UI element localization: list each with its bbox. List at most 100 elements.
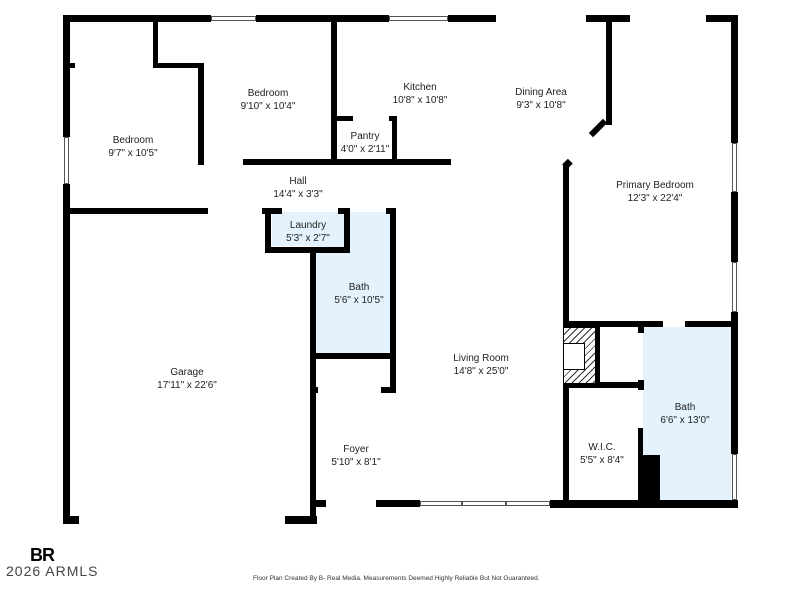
wall-closet-foyer-left-stub bbox=[310, 387, 318, 393]
wall-alcove-right bbox=[595, 325, 600, 385]
window-top-kitchen bbox=[389, 16, 448, 21]
wall-wic-right-stub bbox=[638, 380, 644, 390]
room-dims: 9'3" x 10'8" bbox=[516, 100, 566, 111]
wall-wic-right-upper bbox=[638, 321, 644, 333]
room-label-laundry: Laundry 5'3" x 2'7" bbox=[286, 219, 330, 245]
room-name: Bedroom bbox=[112, 135, 154, 146]
room-name: Bedroom bbox=[247, 88, 289, 99]
window-living-2 bbox=[462, 501, 506, 506]
wall-bath-right bbox=[390, 208, 396, 393]
wall-laundry-left bbox=[265, 208, 271, 253]
window-right-bath bbox=[732, 454, 737, 500]
wall-top-right2 bbox=[706, 15, 738, 22]
window-living-3 bbox=[506, 501, 550, 506]
room-name: Bath bbox=[348, 282, 370, 293]
room-label-living-room: Living Room 14'8" x 25'0" bbox=[453, 352, 509, 378]
wall-closet-left-stub bbox=[63, 63, 75, 68]
room-dims: 9'7" x 10'5" bbox=[108, 148, 158, 159]
wall-bath-top-right bbox=[386, 208, 396, 214]
copyright-text: 2026 ARMLS bbox=[6, 563, 99, 579]
room-dims: 5'6" x 10'5" bbox=[334, 295, 384, 306]
wall-top-mid1 bbox=[256, 15, 389, 22]
room-name: Laundry bbox=[289, 220, 327, 231]
window-living-1 bbox=[420, 501, 462, 506]
wall-right-3 bbox=[731, 312, 738, 454]
room-dims: 12'3" x 22'4" bbox=[627, 193, 683, 204]
wall-top-mid2 bbox=[448, 15, 496, 22]
wall-bottom-living bbox=[376, 500, 420, 507]
room-label-pantry: Pantry 4'0" x 2'11" bbox=[341, 130, 390, 156]
fireplace-inner bbox=[563, 343, 585, 370]
room-dims: 4'0" x 2'11" bbox=[340, 144, 390, 155]
room-label-bath-hall: Bath 5'6" x 10'5" bbox=[334, 281, 383, 307]
room-label-foyer: Foyer 5'10" x 8'1" bbox=[331, 443, 380, 469]
room-dims: 10'8" x 10'8" bbox=[392, 95, 448, 106]
room-dims: 6'6" x 13'0" bbox=[660, 415, 710, 426]
room-label-bath-primary: Bath 6'6" x 13'0" bbox=[660, 401, 709, 427]
bath-hall-fill bbox=[316, 212, 390, 354]
wall-dining-right bbox=[606, 15, 612, 125]
wall-kitchen-bottom bbox=[331, 159, 451, 165]
wall-left-upper bbox=[63, 15, 70, 137]
wall-bottom-garage-right bbox=[285, 516, 317, 524]
br-logo-mark: BR bbox=[30, 545, 55, 565]
wall-bedroom-divider bbox=[198, 63, 204, 165]
room-name: Living Room bbox=[453, 353, 509, 364]
wall-primary-left bbox=[563, 165, 569, 325]
room-dims: 14'8" x 25'0" bbox=[453, 366, 509, 377]
wall-bedroom-north-right bbox=[331, 15, 337, 165]
room-label-kitchen: Kitchen 10'8" x 10'8" bbox=[393, 81, 448, 107]
room-label-bedroom-north: Bedroom 9'10" x 10'4" bbox=[241, 87, 296, 113]
room-dims: 5'10" x 8'1" bbox=[331, 457, 381, 468]
wall-primary-bottom-right bbox=[685, 321, 738, 327]
window-right-primary-1 bbox=[732, 143, 737, 192]
wall-bedroom-west-bottom bbox=[63, 208, 208, 214]
wall-right-2 bbox=[731, 192, 738, 262]
room-name: Primary Bedroom bbox=[616, 180, 694, 191]
wall-closet-divider bbox=[153, 15, 158, 67]
wall-wic-left bbox=[563, 321, 569, 508]
room-name: Bath bbox=[674, 402, 696, 413]
wall-bath-bottom bbox=[310, 353, 396, 359]
room-label-hall: Hall 14'4" x 3'3" bbox=[273, 175, 322, 201]
wall-primary-bottom-left bbox=[563, 321, 663, 327]
room-name: W.I.C. bbox=[588, 442, 616, 453]
room-name: Foyer bbox=[343, 444, 369, 455]
window-right-primary-2 bbox=[732, 262, 737, 312]
room-name: Pantry bbox=[350, 131, 380, 142]
wall-top-left bbox=[63, 15, 211, 22]
wall-closet-foyer-right-stub bbox=[381, 387, 396, 393]
room-dims: 5'5" x 8'4" bbox=[580, 455, 624, 466]
room-label-dining-area: Dining Area 9'3" x 10'8" bbox=[515, 86, 567, 112]
wall-bedroom-north-bottom bbox=[243, 159, 393, 165]
room-name: Kitchen bbox=[403, 82, 437, 93]
room-dims: 9'10" x 10'4" bbox=[240, 101, 296, 112]
disclaimer-text: Floor Plan Created By B- Real Media. Mea… bbox=[253, 575, 540, 582]
wall-laundry-top-left bbox=[262, 208, 282, 214]
room-name: Hall bbox=[289, 176, 307, 187]
armls-logo: BR 2026 ARMLS bbox=[6, 546, 99, 578]
room-label-bedroom-west: Bedroom 9'7" x 10'5" bbox=[108, 134, 157, 160]
window-top-bedroom bbox=[211, 16, 256, 21]
room-label-garage: Garage 17'11" x 22'6" bbox=[157, 366, 217, 392]
room-dims: 5'3" x 2'7" bbox=[286, 233, 330, 244]
wall-left-lower bbox=[63, 184, 70, 524]
wall-bottom-garage-left bbox=[63, 516, 79, 524]
room-dims: 14'4" x 3'3" bbox=[273, 189, 323, 200]
wall-dining-angle bbox=[588, 118, 608, 138]
wall-right-1 bbox=[731, 15, 738, 143]
window-left-bedroom bbox=[64, 137, 69, 184]
wall-closet-bottom bbox=[153, 63, 203, 68]
room-label-primary-bedroom: Primary Bedroom 12'3" x 22'4" bbox=[616, 179, 694, 205]
wall-wic-top bbox=[563, 382, 644, 388]
wall-pantry-right bbox=[392, 116, 397, 165]
wall-bottom-foyer bbox=[310, 500, 326, 507]
wall-pantry-top bbox=[331, 116, 353, 121]
room-dims: 17'11" x 22'6" bbox=[157, 380, 217, 391]
shower-block bbox=[638, 455, 660, 507]
room-name: Dining Area bbox=[515, 87, 567, 98]
wall-laundry-top-right bbox=[338, 208, 350, 214]
wall-laundry-bottom bbox=[265, 247, 350, 253]
wall-bath-left bbox=[310, 247, 316, 522]
